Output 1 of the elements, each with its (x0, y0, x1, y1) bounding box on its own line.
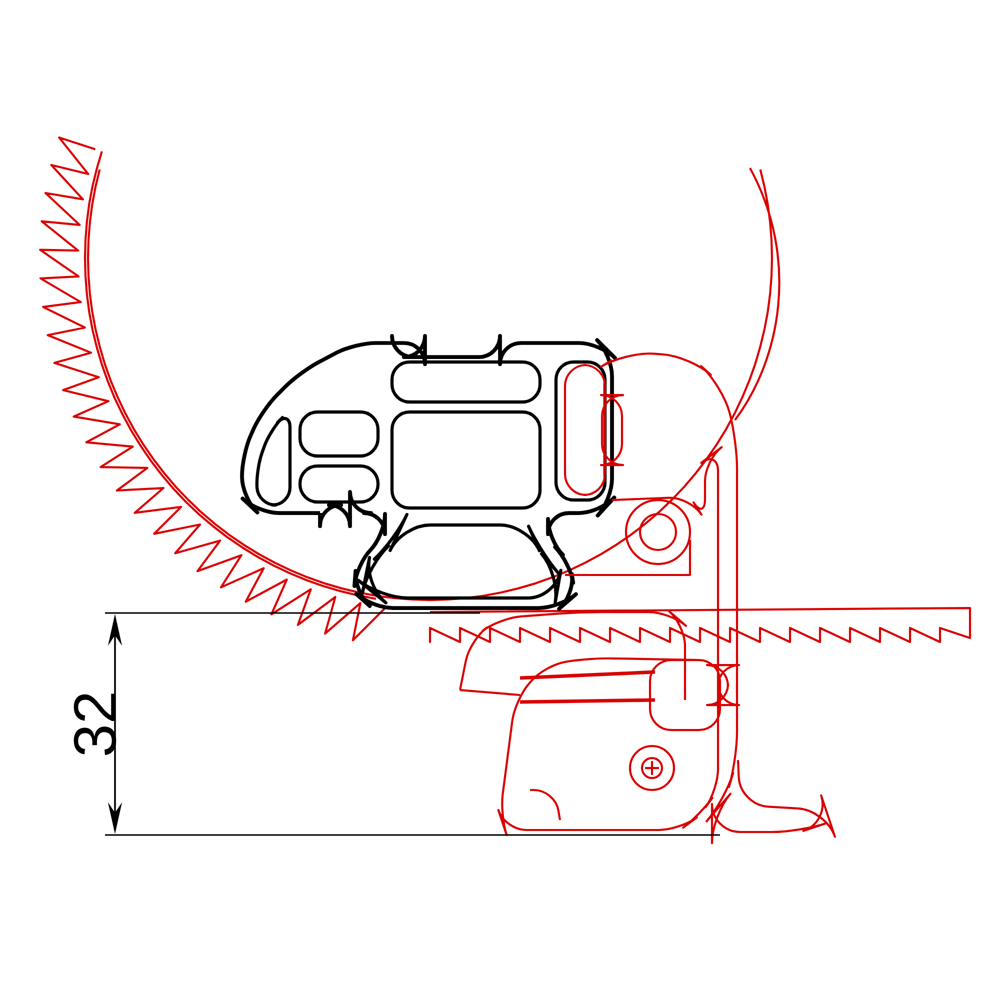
dimension-label: 32 (74, 694, 116, 755)
